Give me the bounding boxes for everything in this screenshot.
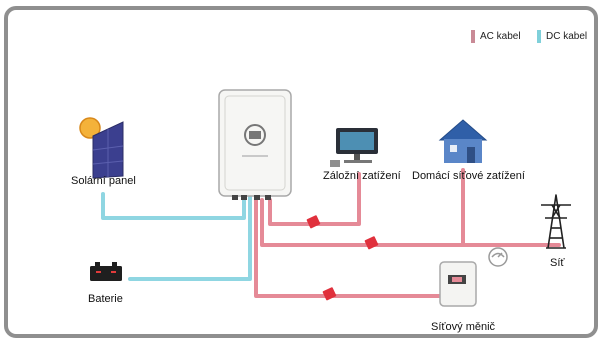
solar-panel-icon — [79, 117, 124, 179]
ac-cable-grid-inverter — [254, 198, 442, 298]
house-icon — [438, 119, 488, 163]
energy-meter-icon — [488, 247, 508, 267]
ac-cables — [254, 168, 561, 298]
battery-icon — [90, 262, 122, 281]
breakers — [306, 215, 379, 301]
computer-icon — [330, 128, 378, 167]
breaker-grid-inverter — [322, 287, 337, 301]
dc-cables — [101, 192, 252, 281]
grid-label: Síť — [550, 257, 565, 269]
legend-ac-swatch — [471, 30, 475, 43]
home-load-label: Domácí síťové zatížení — [412, 170, 525, 182]
breaker-backup — [306, 215, 321, 229]
power-tower-icon — [541, 194, 571, 249]
battery-label: Baterie — [88, 293, 123, 305]
dc-cable-battery — [128, 195, 252, 281]
breaker-grid — [364, 236, 379, 250]
solar-panel-label: Solární panel — [71, 175, 136, 187]
legend-ac-label: AC kabel — [480, 31, 521, 42]
backup-load-label: Záložní zatížení — [323, 170, 401, 182]
ac-cable-grid-main — [260, 198, 561, 247]
legend-dc-swatch — [537, 30, 541, 43]
grid-inverter-label: Síťový měnič — [431, 321, 496, 333]
hybrid-inverter-icon — [218, 89, 292, 200]
dc-cable-solar — [101, 192, 246, 220]
legend-dc-label: DC kabel — [546, 31, 588, 42]
grid-inverter-icon — [439, 261, 477, 307]
